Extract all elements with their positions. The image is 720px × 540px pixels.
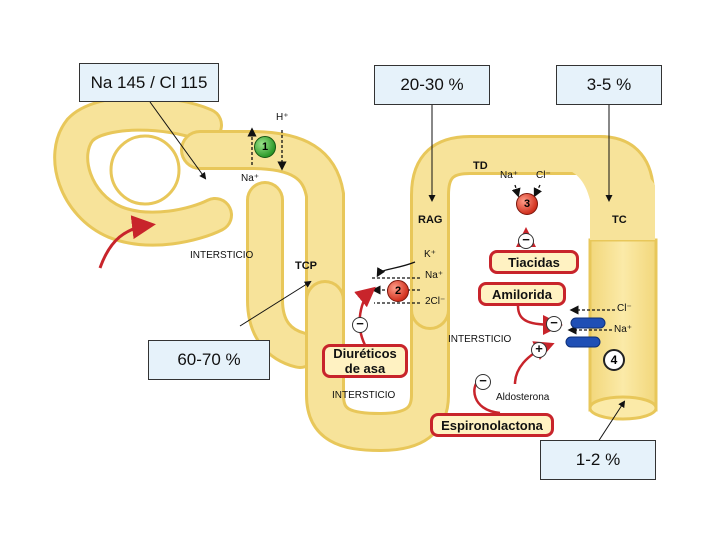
tcp-reabsorption-callout: 60-70 % <box>148 340 270 380</box>
ion-label-h: H⁺ <box>276 112 289 123</box>
inhibition-sign: − <box>352 317 368 333</box>
ion-label-na: Na⁺ <box>500 170 519 181</box>
collecting-channels <box>565 317 606 348</box>
ion-label-cl: Cl⁻ <box>536 170 551 181</box>
segment-label-tc: TC <box>612 214 627 226</box>
ion-label-na: Na⁺ <box>614 324 633 335</box>
drug-loop-diuretics: Diuréticos de asa <box>322 344 408 378</box>
bowman-capsule <box>53 95 233 247</box>
proximal-ion-arrows <box>247 127 287 171</box>
interstitium-label: INTERSTICIO <box>448 334 512 345</box>
filtration-arrow <box>98 215 156 269</box>
inhibition-sign: − <box>475 374 491 390</box>
tc-reabsorption-callout: 3-5 % <box>556 65 662 105</box>
transporter-2-icon: 2 <box>387 280 409 302</box>
drug-amiloride: Amilorida <box>478 282 566 306</box>
drug-spironolactone: Espironolactona <box>430 413 554 437</box>
segment-label-td: TD <box>473 160 488 172</box>
transporter-1-icon: 1 <box>254 136 276 158</box>
interstitium-label: INTERSTICIO <box>190 250 254 261</box>
drug-thiazides: Tiacidas <box>489 250 579 274</box>
collecting-reabsorption-callout: 1-2 % <box>540 440 656 480</box>
inhibition-sign: − <box>546 316 562 332</box>
hormone-label-aldosterone: Aldosterona <box>496 392 550 403</box>
ion-label-k: K⁺ <box>424 249 436 260</box>
collecting-ion-arrows <box>567 305 615 335</box>
stimulation-sign: + <box>531 342 547 358</box>
transporter-4-icon: 4 <box>603 349 625 371</box>
distal-ion-arrows <box>511 184 542 198</box>
segment-label-rag: RAG <box>418 214 443 226</box>
transporter-3-icon: 3 <box>516 193 538 215</box>
loop-of-henle <box>305 280 450 453</box>
plasma-concentration-callout: Na 145 / Cl 115 <box>79 63 219 102</box>
ion-label-cl: Cl⁻ <box>617 303 632 314</box>
rag-reabsorption-callout: 20-30 % <box>374 65 490 105</box>
collecting-duct <box>560 156 658 421</box>
callout-leaders <box>149 101 626 446</box>
ion-label-na: Na⁺ <box>241 173 260 184</box>
interstitium-label: INTERSTICIO <box>332 390 396 401</box>
ion-label-na: Na⁺ <box>425 270 444 281</box>
descending-limb <box>246 181 319 369</box>
ion-label-cl: 2Cl⁻ <box>425 296 446 307</box>
segment-label-tcp: TCP <box>295 260 317 272</box>
inhibition-sign: − <box>518 233 534 249</box>
